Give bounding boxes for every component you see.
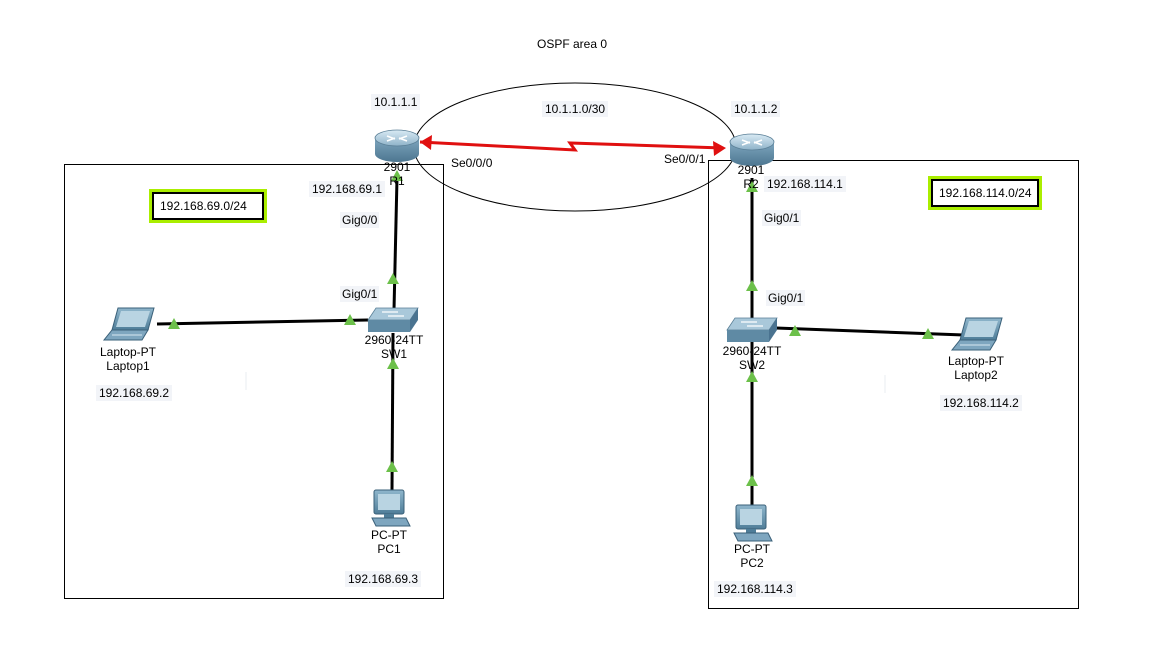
link-sw1-laptop1[interactable] bbox=[156, 318, 369, 326]
laptop1-label: Laptop-PT Laptop1 bbox=[92, 345, 164, 373]
r2-lan-port: Gig0/1 bbox=[762, 210, 802, 226]
port-status-pc1 bbox=[386, 461, 398, 472]
serial-endpoint-r1 bbox=[420, 135, 432, 150]
r1-serial-ip: 10.1.1.1 bbox=[371, 94, 421, 110]
link-r1-sw1[interactable] bbox=[392, 177, 399, 311]
pc1-ip: 192.168.69.3 bbox=[345, 571, 422, 587]
pc2-ip: 192.168.114.3 bbox=[714, 581, 796, 597]
lan2-area-box bbox=[708, 160, 1079, 609]
port-status-laptop1 bbox=[168, 318, 180, 329]
port-status-pc2 bbox=[746, 475, 758, 486]
r1-model: 2901 bbox=[383, 160, 411, 174]
port-status-sw1-gig01 bbox=[387, 273, 399, 284]
divider bbox=[884, 375, 886, 393]
laptop2-ip: 192.168.114.2 bbox=[940, 395, 1022, 411]
port-status-sw2-laptop bbox=[789, 325, 801, 336]
sw2-label: 2960-24TT SW2 bbox=[714, 344, 790, 372]
laptop-icon[interactable] bbox=[950, 317, 1003, 351]
diagram-title: OSPF area 0 bbox=[537, 37, 608, 51]
sw1-name: SW1 bbox=[380, 347, 407, 361]
r1-lan-port: Gig0/0 bbox=[340, 212, 380, 228]
divider bbox=[245, 372, 247, 390]
link-sw2-laptop2[interactable] bbox=[775, 326, 965, 337]
sw1-model: 2960-24TT bbox=[364, 333, 424, 347]
r1-lan-ip: 192.168.69.1 bbox=[309, 181, 386, 197]
r1-name: R1 bbox=[389, 174, 405, 188]
laptop2-label: Laptop-PT Laptop2 bbox=[940, 354, 1012, 382]
r2-lan-ip: 192.168.114.1 bbox=[764, 176, 846, 192]
pc2-label: PC-PT PC2 bbox=[724, 542, 780, 570]
laptop2-name: Laptop2 bbox=[954, 368, 998, 382]
laptop-icon[interactable] bbox=[102, 307, 155, 341]
serial-subnet-label: 10.1.1.0/30 bbox=[542, 101, 609, 117]
lan1-area-box bbox=[64, 164, 444, 599]
router-icon[interactable] bbox=[729, 133, 775, 166]
serial-link-r1-r2[interactable] bbox=[419, 140, 724, 152]
r2-serial-port: Se0/0/1 bbox=[664, 152, 706, 166]
pc1-name: PC1 bbox=[377, 542, 401, 556]
lan2-subnet-label: 192.168.114.0/24 bbox=[931, 179, 1039, 207]
laptop1-ip: 192.168.69.2 bbox=[96, 385, 173, 401]
serial-endpoint-r2 bbox=[713, 141, 726, 156]
sw2-name: SW2 bbox=[738, 358, 765, 372]
r2-serial-ip: 10.1.1.2 bbox=[731, 101, 781, 117]
r1-label: 2901 R1 bbox=[370, 160, 424, 188]
laptop1-name: Laptop1 bbox=[106, 359, 150, 373]
port-status-r1-gig00 bbox=[391, 170, 403, 181]
pc2-model: PC-PT bbox=[734, 542, 770, 556]
port-status-r2-gig01 bbox=[746, 181, 758, 192]
pc2-name: PC2 bbox=[740, 556, 764, 570]
lan1-subnet-label: 192.168.69.0/24 bbox=[152, 192, 264, 220]
port-status-sw2-gig01 bbox=[746, 280, 758, 291]
laptop2-model: Laptop-PT bbox=[947, 354, 1005, 368]
sw1-label: 2960-24TT SW1 bbox=[356, 333, 432, 361]
r2-model: 2901 bbox=[737, 163, 765, 177]
pc-icon[interactable] bbox=[371, 489, 411, 527]
sw2-uplink-port: Gig0/1 bbox=[766, 290, 806, 306]
router-icon[interactable] bbox=[374, 129, 420, 162]
r2-name: R2 bbox=[743, 177, 759, 191]
laptop1-model: Laptop-PT bbox=[99, 345, 157, 359]
pc1-label: PC-PT PC1 bbox=[362, 528, 416, 556]
port-status-sw2-pc bbox=[746, 371, 758, 382]
port-status-laptop2 bbox=[922, 328, 934, 339]
switch-icon[interactable] bbox=[726, 317, 778, 342]
port-status-sw1-pc bbox=[387, 358, 399, 369]
r1-serial-port: Se0/0/0 bbox=[451, 156, 493, 170]
pc1-model: PC-PT bbox=[371, 528, 407, 542]
sw2-model: 2960-24TT bbox=[722, 344, 782, 358]
switch-icon[interactable] bbox=[367, 307, 419, 332]
sw1-uplink-port: Gig0/1 bbox=[340, 286, 380, 302]
r2-label: 2901 R2 bbox=[724, 163, 778, 191]
port-status-sw1-laptop bbox=[344, 314, 356, 325]
pc-icon[interactable] bbox=[733, 504, 773, 542]
